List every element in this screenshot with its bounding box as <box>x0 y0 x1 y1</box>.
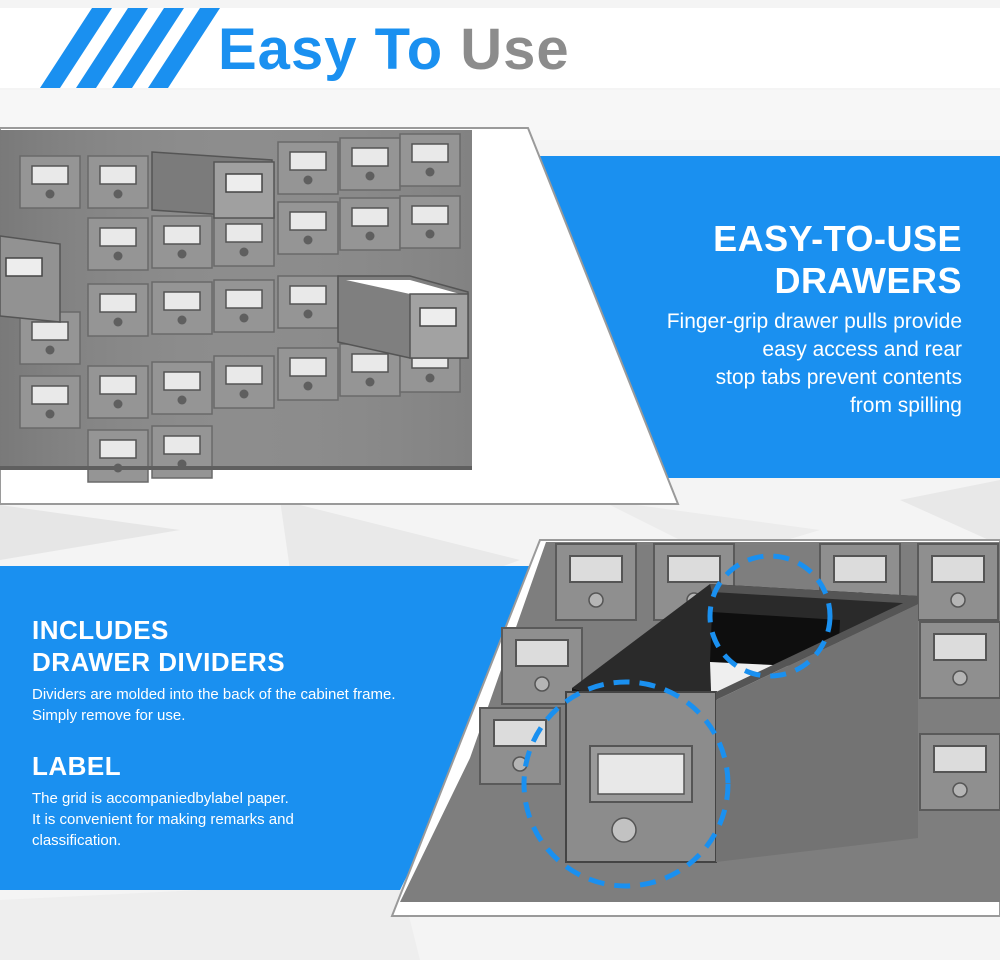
drawers-heading-line2: DRAWERS <box>774 260 962 301</box>
drawers-description-line: stop tabs prevent contents <box>715 366 962 389</box>
label-highlight-circle <box>521 679 731 889</box>
drawers-feature-panel <box>0 127 1000 505</box>
drawers-description-line: from spilling <box>849 394 962 417</box>
label-description: The grid is accompaniedbylabel paper. It… <box>32 788 492 851</box>
drawers-heading-line1: EASY-TO-USE <box>713 218 962 259</box>
blue-feature-band <box>0 566 560 890</box>
drawers-feature-text: EASY-TO-USE DRAWERS Finger-grip drawer p… <box>522 218 962 420</box>
open-drawer-with-divider <box>565 584 918 863</box>
drawers-description-line: Finger-grip drawer pulls provide <box>666 310 962 333</box>
dividers-feature-text: INCLUDES DRAWER DIVIDERS Dividers are mo… <box>32 614 492 851</box>
drawers-description: Finger-grip drawer pulls provide easy ac… <box>522 308 962 420</box>
divider-highlight-circle <box>707 553 833 679</box>
label-heading: LABEL <box>32 751 122 781</box>
drawers-description-line: easy access and rear <box>762 338 962 361</box>
title-word-use: Use <box>460 17 570 82</box>
label-description-line: It is convenient for making remarks and <box>32 811 294 828</box>
dividers-description-line: Simply remove for use. <box>32 707 186 724</box>
dividers-heading-line1: INCLUDES <box>32 615 169 645</box>
dividers-feature-panel <box>0 539 1000 917</box>
label-description-line: The grid is accompaniedbylabel paper. <box>32 790 289 807</box>
blue-stripes-decoration <box>40 8 220 88</box>
card-catalog-cabinet-image <box>0 130 472 483</box>
header-banner: Easy To Use <box>0 8 1000 88</box>
dividers-description: Dividers are molded into the back of the… <box>32 684 492 726</box>
title-word-easy-to: Easy To <box>218 17 444 82</box>
label-description-line: classification. <box>32 832 122 849</box>
dividers-description-line: Dividers are molded into the back of the… <box>32 686 396 703</box>
page-title: Easy To Use <box>218 20 570 80</box>
dividers-heading-line2: DRAWER DIVIDERS <box>32 647 286 677</box>
